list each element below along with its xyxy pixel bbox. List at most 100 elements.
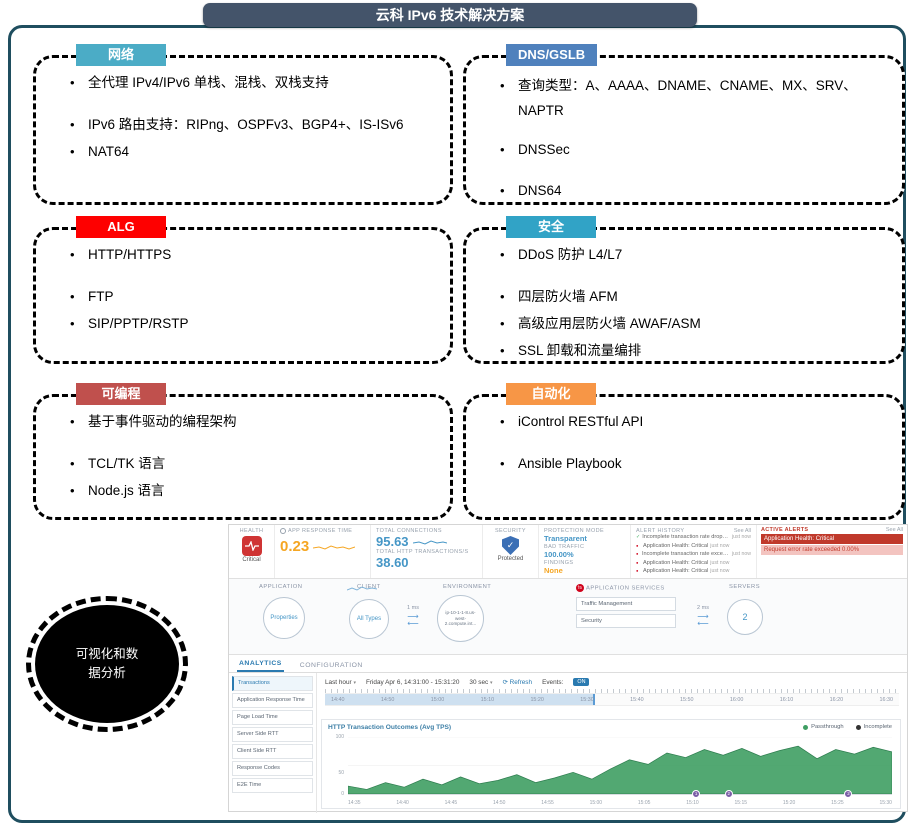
- x-tick: 15:10: [686, 800, 699, 806]
- tab-analytics[interactable]: ANALYTICS: [237, 657, 284, 672]
- x-tick: 14:55: [541, 800, 554, 806]
- timeline-selection[interactable]: [325, 694, 595, 705]
- protection-mode-label: PROTECTION MODE: [544, 528, 605, 534]
- application-column-label: APPLICATION: [259, 584, 303, 590]
- y-tick-50: 50: [338, 770, 344, 776]
- sidebar-item[interactable]: Server Side RTT: [232, 727, 313, 742]
- x-tick: 15:05: [637, 800, 651, 806]
- active-alert-error-rate[interactable]: Request error rate exceeded 0.00%: [761, 545, 903, 555]
- total-http-value: 38.60: [376, 555, 409, 570]
- sidebar-item[interactable]: Client Side RTT: [232, 744, 313, 759]
- box-label-dns-gslb: DNS/GSLB: [506, 44, 598, 66]
- bad-traffic-label: BAD TRAFFIC: [544, 544, 585, 550]
- f5-logo-icon: f5: [576, 584, 584, 592]
- analytics-tabs: ANALYTICS CONFIGURATION: [229, 655, 907, 673]
- bullet-item: SSL 卸载和流量编排: [500, 341, 890, 361]
- timeline-tick: 14:40: [331, 696, 345, 703]
- range-select[interactable]: Last hour ▾: [325, 678, 356, 686]
- date-range-label: Friday Apr 6, 14:31:00 - 15:31:20: [365, 678, 460, 686]
- bullet-item: HTTP/HTTPS: [70, 245, 438, 265]
- bullet-item: SIP/PPTP/RSTP: [70, 314, 438, 334]
- event-marker[interactable]: 1: [692, 790, 701, 798]
- active-alerts-see-all-link[interactable]: See All: [885, 527, 903, 533]
- interval-select[interactable]: 30 sec ▾: [469, 678, 493, 686]
- sidebar-item[interactable]: E2E Time: [232, 778, 313, 793]
- alert-history-list: ✓Incomplete transaction rate dropped bel…: [636, 534, 751, 576]
- alert-history-item[interactable]: ●Incomplete transaction rate exceeded 0.…: [636, 551, 751, 558]
- client-env-link: 1 ms ⟶ ⟵: [392, 605, 434, 628]
- timeline-tick: 15:20: [530, 696, 544, 703]
- programmable-bullets: 基于事件驱动的编程架构TCL/TK 语言Node.js 语言: [36, 397, 450, 501]
- sidebar-item[interactable]: Response Codes: [232, 761, 313, 776]
- application-properties-node[interactable]: Properties: [263, 597, 305, 639]
- check-icon: ✓: [636, 534, 641, 540]
- box-label-network: 网络: [76, 44, 166, 66]
- target-icon: [280, 528, 286, 534]
- protection-section: PROTECTION MODE Transparent BAD TRAFFIC …: [539, 525, 631, 578]
- services-servers-link: 2 ms ⟶ ⟵: [682, 605, 724, 628]
- x-tick: 15:30: [879, 800, 892, 806]
- dot-icon: ●: [636, 568, 639, 574]
- timeline-tick: 15:00: [430, 696, 445, 703]
- tps-chart-panel: HTTP Transaction Outcomes (Avg TPS) Pass…: [321, 719, 901, 809]
- environment-node[interactable]: ip-10-1-1-8.us-west-2.compute.int...: [437, 595, 484, 642]
- timeline-tick: 15:40: [630, 696, 644, 703]
- chart-legend: Passthrough Incomplete: [803, 724, 892, 730]
- timeline-tick: 15:30: [580, 696, 594, 703]
- sidebar-item[interactable]: Page Load Time: [232, 710, 313, 725]
- x-tick: 14:35: [348, 800, 361, 806]
- health-status: Critical: [242, 557, 261, 563]
- x-tick: 15:15: [734, 800, 748, 806]
- sidebar-item[interactable]: Application Response Time: [232, 693, 313, 708]
- sidebar-item[interactable]: Transactions: [232, 676, 313, 691]
- x-tick: 15:00: [589, 800, 603, 806]
- servers-node[interactable]: 2: [727, 599, 763, 635]
- bullet-item: NAT64: [70, 142, 438, 162]
- network-bullets: 全代理 IPv4/IPv6 单栈、混栈、双栈支持 IPv6 路由支持：RIPng、…: [36, 58, 450, 162]
- total-connections-label: TOTAL CONNECTIONS: [376, 528, 442, 534]
- active-alert-critical[interactable]: Application Health: Critical: [761, 534, 903, 544]
- event-marker[interactable]: 2: [724, 790, 733, 798]
- alert-history-item[interactable]: ✓Incomplete transaction rate dropped bel…: [636, 534, 751, 540]
- metrics-bar: HEALTH Critical APP RESPONSE TIME 0.23 T…: [229, 525, 907, 579]
- timeline-ruler: [325, 689, 899, 693]
- active-alerts-section: ACTIVE ALERTS See All Application Health…: [757, 525, 907, 578]
- service-traffic-management[interactable]: Traffic Management: [576, 597, 676, 611]
- client-node[interactable]: All Types: [349, 599, 389, 639]
- refresh-icon: ⟳: [502, 679, 508, 686]
- event-marker[interactable]: 2: [844, 790, 853, 798]
- legend-passthrough: Passthrough: [803, 724, 844, 730]
- refresh-button[interactable]: ⟳ Refresh: [502, 679, 533, 686]
- bullet-item: 全代理 IPv4/IPv6 单栈、混栈、双栈支持: [70, 73, 438, 93]
- findings-label: FINDINGS: [544, 560, 574, 566]
- bullet-item: TCL/TK 语言: [70, 454, 438, 474]
- x-tick: 14:40: [396, 800, 409, 806]
- environment-column-label: ENVIRONMENT: [443, 584, 492, 590]
- servers-column-label: SERVERS: [729, 584, 761, 590]
- feature-box-programmable: 可编程 基于事件驱动的编程架构TCL/TK 语言Node.js 语言: [33, 383, 453, 520]
- bullet-item: IPv6 路由支持：RIPng、OSPFv3、BGP4+、IS-ISv6: [70, 115, 438, 135]
- events-toggle[interactable]: ON: [573, 678, 590, 686]
- tab-configuration[interactable]: CONFIGURATION: [299, 662, 363, 669]
- timeline-tick: 16:10: [779, 696, 794, 703]
- box-label-alg: ALG: [76, 216, 166, 238]
- alert-history-see-all-link[interactable]: See All: [733, 528, 751, 534]
- bullet-item: 查询类型：A、AAAA、DNAME、CNAME、MX、SRV、NAPTR: [500, 73, 890, 123]
- shield-check-icon: ✓: [502, 536, 519, 555]
- dot-icon: ●: [636, 551, 639, 557]
- app-response-time-section: APP RESPONSE TIME 0.23: [275, 525, 371, 578]
- bullet-item: DDoS 防护 L4/L7: [500, 245, 890, 265]
- feature-box-automation: 自动化 iControl RESTful APIAnsible Playbook: [463, 383, 905, 520]
- totals-section: TOTAL CONNECTIONS 95.63 TOTAL HTTP TRANS…: [371, 525, 483, 578]
- bad-traffic-value: 100.00%: [544, 550, 574, 559]
- service-security[interactable]: Security: [576, 614, 676, 628]
- box-label-automation: 自动化: [506, 383, 596, 405]
- app-response-time-value: 0.23: [280, 538, 310, 555]
